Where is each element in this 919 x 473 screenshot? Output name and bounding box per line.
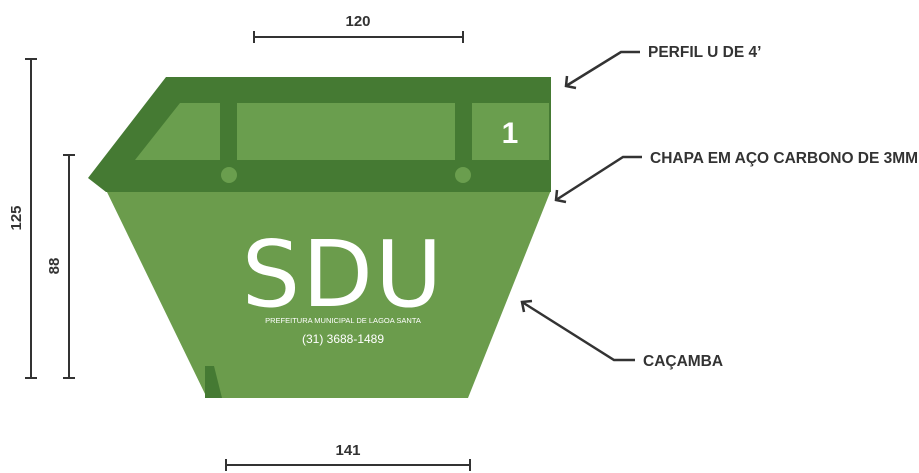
callout-container-label: CAÇAMBA: [643, 353, 723, 370]
dimension-total-height-label: 125: [8, 205, 25, 230]
brand-logo: SDU: [242, 221, 445, 328]
dimension-total-height: [25, 58, 37, 379]
callout-plate-arrowhead: [554, 189, 567, 204]
dimension-bottom-label: 141: [335, 442, 360, 459]
container-body: [106, 190, 551, 398]
callout-container: CAÇAMBA: [520, 299, 723, 370]
callout-container-leader: [521, 300, 635, 362]
dimension-top: [253, 31, 464, 43]
brand-phone: (31) 3688-1489: [302, 332, 384, 346]
frame-panel-right: [472, 103, 549, 160]
callout-profile-label: PERFIL U DE 4’: [648, 44, 761, 61]
dimension-bottom: [225, 459, 471, 471]
callout-profile-leader: [565, 50, 640, 88]
brand-subtitle: PREFEITURA MUNICIPAL DE LAGOA SANTA: [265, 316, 421, 325]
frame-bolt-right: [455, 167, 471, 183]
container-number: 1: [502, 117, 519, 150]
callout-container-arrowhead: [520, 299, 533, 313]
callout-plate: CHAPA EM AÇO CARBONO DE 3MM: [554, 150, 918, 204]
callout-plate-label: CHAPA EM AÇO CARBONO DE 3MM: [650, 150, 918, 167]
callout-profile: PERFIL U DE 4’: [564, 44, 761, 90]
callout-profile-arrowhead: [564, 75, 577, 90]
container-foot: [205, 366, 222, 398]
dimension-top-label: 120: [345, 13, 370, 30]
frame-bolt-left: [221, 167, 237, 183]
skip-container: 1 SDU PREFEITURA MUNICIPAL DE LAGOA SANT…: [88, 77, 551, 398]
callout-plate-leader: [555, 155, 642, 202]
dimension-body-height: [63, 154, 75, 379]
dimension-body-height-label: 88: [46, 258, 63, 275]
frame-panel-middle: [237, 103, 455, 160]
frame-panel-left: [135, 103, 220, 160]
